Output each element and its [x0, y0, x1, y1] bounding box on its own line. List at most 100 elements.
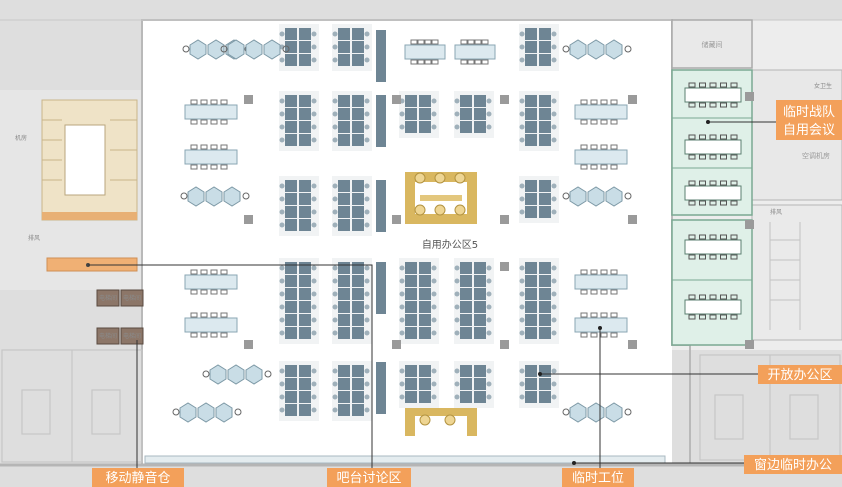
window-bench [144, 455, 666, 464]
structural-column [500, 262, 509, 271]
svg-text:自用会议: 自用会议 [783, 123, 835, 138]
bench-seat [454, 172, 466, 184]
lounge-cluster [172, 402, 242, 423]
booth-label-1: 电梯间 [99, 294, 117, 302]
lounge-cluster [562, 186, 632, 207]
structural-column [392, 95, 401, 104]
structural-column [500, 95, 509, 104]
booth-label-4: 电梯间 [123, 332, 141, 340]
meeting-table [574, 99, 628, 125]
desk-cluster [399, 91, 439, 138]
zone-label: 自用办公区5 [422, 238, 478, 251]
single-desk-column [376, 262, 386, 314]
structural-column [745, 92, 754, 101]
ac-room-label: 空调机房 [802, 151, 830, 160]
callout-temp-team: 临时战队 自用会议 [776, 100, 842, 140]
single-desk-column [376, 362, 386, 414]
structural-column [628, 215, 637, 224]
desk-cluster [332, 176, 372, 236]
desk-cluster [519, 361, 559, 408]
bench-seat [454, 204, 466, 216]
booth-label-2: 电梯间 [123, 294, 141, 302]
bench-seat [434, 204, 446, 216]
bench-seat [419, 414, 431, 426]
meeting-table [574, 269, 628, 295]
svg-text:临时工位: 临时工位 [572, 471, 624, 486]
desk-cluster [332, 24, 372, 71]
structural-column [745, 340, 754, 349]
meeting-table [574, 144, 628, 170]
mobile-booth-blocks [96, 289, 144, 345]
svg-text:移动静音仓: 移动静音仓 [105, 470, 170, 486]
svg-text:临时战队: 临时战队 [783, 105, 835, 120]
structural-column [745, 220, 754, 229]
svg-text:吧台讨论区: 吧台讨论区 [336, 471, 401, 486]
desk-cluster [332, 258, 372, 344]
bench-seat [434, 172, 446, 184]
team-meeting-table [684, 82, 742, 108]
single-desk-column [376, 95, 386, 147]
desk-cluster [519, 24, 559, 71]
meeting-table [404, 39, 446, 65]
structural-column [244, 95, 253, 104]
structural-column [244, 340, 253, 349]
svg-text:窗边临时办公: 窗边临时办公 [754, 457, 832, 473]
desk-cluster [332, 361, 372, 421]
bench-seat [414, 172, 426, 184]
single-desk-column [376, 180, 386, 232]
svg-text:开放办公区: 开放办公区 [767, 368, 832, 383]
structural-column [628, 340, 637, 349]
desk-cluster [519, 91, 559, 151]
bench-seat [414, 204, 426, 216]
callout-mobile-booth: 移动静音仓 [92, 468, 184, 487]
team-meeting-table [684, 134, 742, 160]
desk-cluster [279, 258, 319, 344]
structural-column [628, 95, 637, 104]
team-meeting-table [684, 294, 742, 320]
exhaust-right-label: 排风 [770, 208, 782, 216]
desk-cluster [279, 24, 319, 71]
storage-label: 储藏间 [702, 40, 723, 49]
structural-column [500, 215, 509, 224]
meeting-table [574, 312, 628, 338]
desk-cluster [454, 91, 494, 138]
desk-cluster [519, 258, 559, 344]
meeting-table [184, 312, 238, 338]
desk-cluster [332, 91, 372, 151]
structural-column [244, 215, 253, 224]
lounge-cluster [180, 186, 250, 207]
callout-leaders [88, 121, 778, 470]
desk-cluster [279, 361, 319, 421]
lounge-cluster [202, 364, 272, 385]
structural-column [392, 215, 401, 224]
callout-window-temp: 窗边临时办公 [744, 455, 842, 474]
gold-benches [405, 172, 477, 436]
desk-cluster [279, 176, 319, 236]
single-desk-column [376, 30, 386, 82]
structural-column [392, 340, 401, 349]
bench-seat [444, 414, 456, 426]
structural-column [500, 340, 509, 349]
meeting-table [184, 99, 238, 125]
desk-cluster [454, 258, 494, 344]
meeting-table [184, 269, 238, 295]
callout-temp-station: 临时工位 [562, 468, 634, 487]
desk-cluster [399, 361, 439, 408]
desk-cluster [519, 176, 559, 223]
booth-label-3: 电梯间 [99, 332, 117, 340]
machine-room-label: 机房 [15, 134, 27, 142]
meeting-table [184, 144, 238, 170]
lounge-cluster [562, 39, 632, 60]
desk-cluster [399, 258, 439, 344]
meeting-table [454, 39, 496, 65]
lounge-cluster [220, 39, 290, 60]
desk-cluster [454, 361, 494, 408]
team-meeting-table [684, 234, 742, 260]
exhaust-left-label: 排风 [28, 234, 40, 242]
desk-cluster [279, 91, 319, 151]
team-meeting-table [684, 180, 742, 206]
callout-bar-discussion: 吧台讨论区 [327, 468, 411, 487]
restroom-label: 女卫生 [814, 82, 832, 90]
callout-open-office: 开放办公区 [758, 365, 842, 384]
